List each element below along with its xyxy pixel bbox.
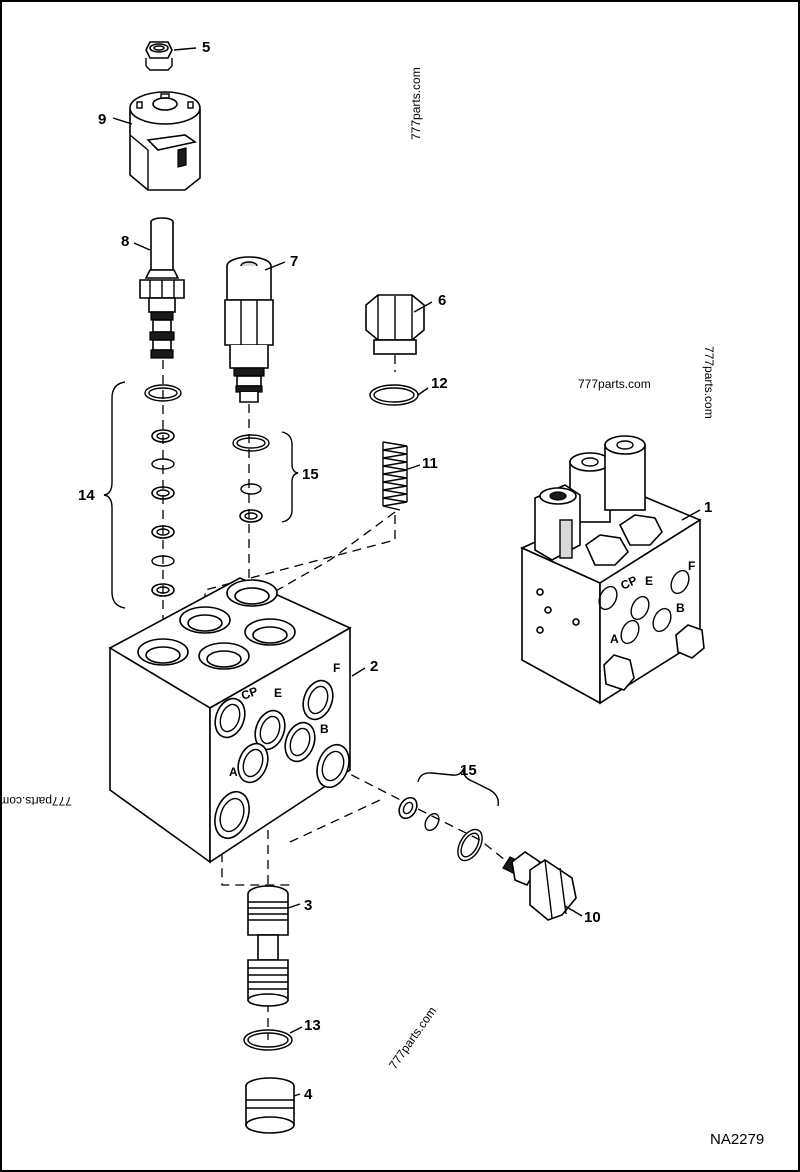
port-label-a: A (229, 765, 238, 779)
axis-10c (289, 799, 381, 843)
watermark-right-vertical: 777parts.com (702, 346, 716, 419)
part-6-plug[interactable] (365, 294, 425, 355)
part-14-seal-kit[interactable] (144, 384, 182, 597)
diagram-code: NA2279 (710, 1131, 764, 1148)
port-label-f: F (333, 661, 340, 675)
part-13-o-ring[interactable] (243, 1029, 293, 1051)
leader-9 (112, 117, 133, 125)
part-12-o-ring[interactable] (369, 384, 419, 406)
callout-4: 4 (304, 1086, 313, 1103)
port-label-cp-small: CP (618, 573, 639, 593)
axis-10 (221, 819, 290, 886)
leader-2 (351, 667, 366, 677)
part-3-spool[interactable] (247, 885, 289, 1007)
brace-15a (281, 431, 299, 523)
callout-10: 10 (584, 909, 601, 926)
callout-14: 14 (78, 487, 95, 504)
part-15-seal-kit-b[interactable] (396, 794, 488, 864)
callout-11: 11 (422, 455, 438, 472)
callout-15-lower: 15 (460, 762, 477, 779)
watermark-top: 777parts.com (409, 67, 423, 140)
axis-6 (204, 515, 396, 620)
part-10-plug[interactable] (502, 851, 577, 921)
callout-8: 8 (121, 233, 129, 250)
port-label-b-small: B (676, 601, 685, 615)
leader-10 (564, 905, 583, 917)
port-label-e-small: E (645, 574, 653, 588)
part-4-plug[interactable] (245, 1077, 295, 1134)
part-11-spring[interactable] (382, 441, 408, 511)
port-label-e: E (274, 686, 282, 700)
leader-5 (173, 47, 197, 51)
callout-6: 6 (438, 292, 446, 309)
leader-13 (289, 1026, 303, 1034)
part-5-nut[interactable] (145, 41, 173, 71)
brace-15b (417, 767, 500, 807)
port-label-f-small: F (688, 559, 695, 573)
callout-1: 1 (704, 499, 712, 516)
leader-3 (287, 903, 301, 909)
part-8-cartridge[interactable] (139, 217, 185, 359)
leader-6 (413, 301, 433, 313)
callout-5: 5 (202, 39, 210, 56)
part-7-cartridge[interactable] (224, 256, 274, 403)
watermark-bottom: 777parts.com (386, 1004, 439, 1072)
leader-12 (417, 387, 429, 396)
port-label-cp: CP (239, 684, 259, 703)
port-label-b: B (320, 722, 329, 736)
watermark-right: 777parts.com (578, 377, 651, 391)
leader-4 (293, 1093, 301, 1097)
callout-15-upper: 15 (302, 466, 319, 483)
callout-7: 7 (290, 253, 298, 270)
part-9-coil[interactable] (129, 91, 201, 191)
leader-11 (404, 464, 421, 471)
part-15-seal-kit-a[interactable] (232, 434, 270, 523)
axis-10b (337, 767, 506, 861)
port-label-a-small: A (610, 632, 619, 646)
part-2-valve-body[interactable] (108, 577, 355, 864)
callout-9: 9 (98, 111, 106, 128)
watermark-left-mirrored: 777parts.com (0, 794, 72, 808)
leader-8 (133, 242, 151, 251)
brace-14 (103, 381, 126, 609)
leader-7 (264, 261, 286, 271)
leader-1 (681, 509, 701, 521)
callout-12: 12 (431, 375, 448, 392)
axis-spring (259, 511, 396, 601)
callout-2: 2 (370, 658, 378, 675)
callout-3: 3 (304, 897, 312, 914)
callout-13: 13 (304, 1017, 321, 1034)
part-1-assembled-valve[interactable] (520, 435, 705, 705)
